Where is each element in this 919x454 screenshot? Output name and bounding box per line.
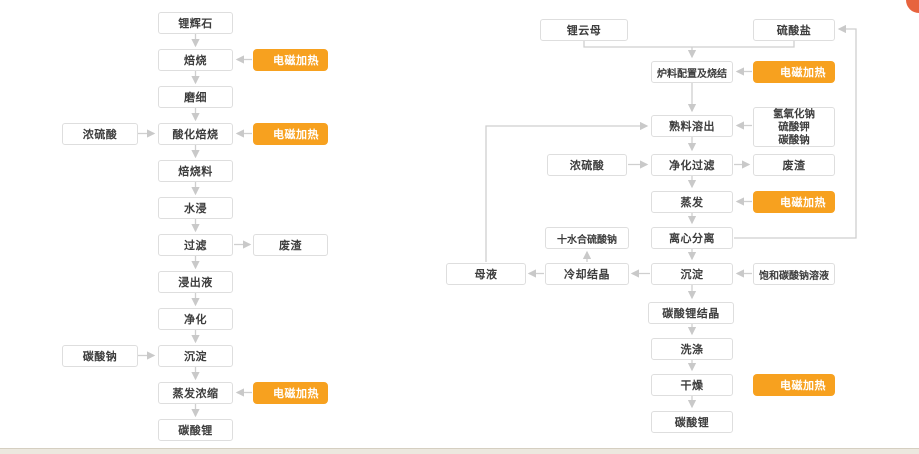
node-charge-preparation-sintering: 炉料配置及烧结 <box>651 61 733 83</box>
heating-badge-sintering: 电磁加热 <box>753 61 835 83</box>
heating-badge-acid-roasting: 电磁加热 <box>253 123 328 145</box>
node-leachate: 浸出液 <box>158 271 233 293</box>
node-washing: 洗涤 <box>651 338 733 360</box>
input-sodium-carbonate-left: 碳酸钠 <box>62 345 138 367</box>
node-lithium-carbonate-crystal: 碳酸锂结晶 <box>648 302 734 324</box>
node-lepidolite: 锂云母 <box>540 19 628 41</box>
chem-input-potassium-sulfate: 硫酸钾 <box>778 120 810 133</box>
node-evaporation: 蒸发 <box>651 191 733 213</box>
input-saturated-soda-solution: 饱和碳酸钠溶液 <box>753 263 835 285</box>
node-clinker-dissolution: 熟料溶出 <box>651 115 733 137</box>
node-purification-filtration: 净化过滤 <box>651 154 733 176</box>
heating-badge-roasting: 电磁加热 <box>253 49 328 71</box>
heating-badge-evaporation-2: 电磁加热 <box>753 191 835 213</box>
output-waste-residue-left: 废渣 <box>253 234 328 256</box>
node-purification: 净化 <box>158 308 233 330</box>
node-precipitation: 沉淀 <box>158 345 233 367</box>
input-sulfuric-acid-left: 浓硫酸 <box>62 123 138 145</box>
node-drying: 干燥 <box>651 374 733 396</box>
output-waste-residue-right: 废渣 <box>753 154 835 176</box>
node-filtration: 过滤 <box>158 234 233 256</box>
heating-badge-drying: 电磁加热 <box>753 374 835 396</box>
input-chemical-mixture: 氢氧化钠 硫酸钾 碳酸钠 <box>753 107 835 147</box>
node-cooling-crystallization: 冷却结晶 <box>545 263 629 285</box>
node-precipitation-right: 沉淀 <box>651 263 733 285</box>
node-spodumene: 锂辉石 <box>158 12 233 34</box>
node-mother-liquor: 母液 <box>446 263 526 285</box>
node-water-leaching: 水浸 <box>158 197 233 219</box>
node-acid-roasting: 酸化焙烧 <box>158 123 233 145</box>
node-lithium-carbonate-right: 碳酸锂 <box>651 411 733 433</box>
input-sulfuric-acid-right: 浓硫酸 <box>547 154 627 176</box>
bottom-divider-bar <box>0 448 919 454</box>
node-sulfate: 硫酸盐 <box>753 19 835 41</box>
chem-input-sodium-hydroxide: 氢氧化钠 <box>773 107 815 120</box>
node-roasting: 焙烧 <box>158 49 233 71</box>
node-grinding: 磨细 <box>158 86 233 108</box>
node-centrifugal-separation: 离心分离 <box>651 227 733 249</box>
output-sodium-sulfate-decahydrate: 十水合硫酸钠 <box>545 227 629 249</box>
heating-badge-evaporation: 电磁加热 <box>253 382 328 404</box>
node-evaporation-concentration: 蒸发浓缩 <box>158 382 233 404</box>
node-lithium-carbonate-left: 碳酸锂 <box>158 419 233 441</box>
node-roasted-material: 焙烧料 <box>158 160 233 182</box>
chem-input-sodium-carbonate: 碳酸钠 <box>778 133 810 146</box>
